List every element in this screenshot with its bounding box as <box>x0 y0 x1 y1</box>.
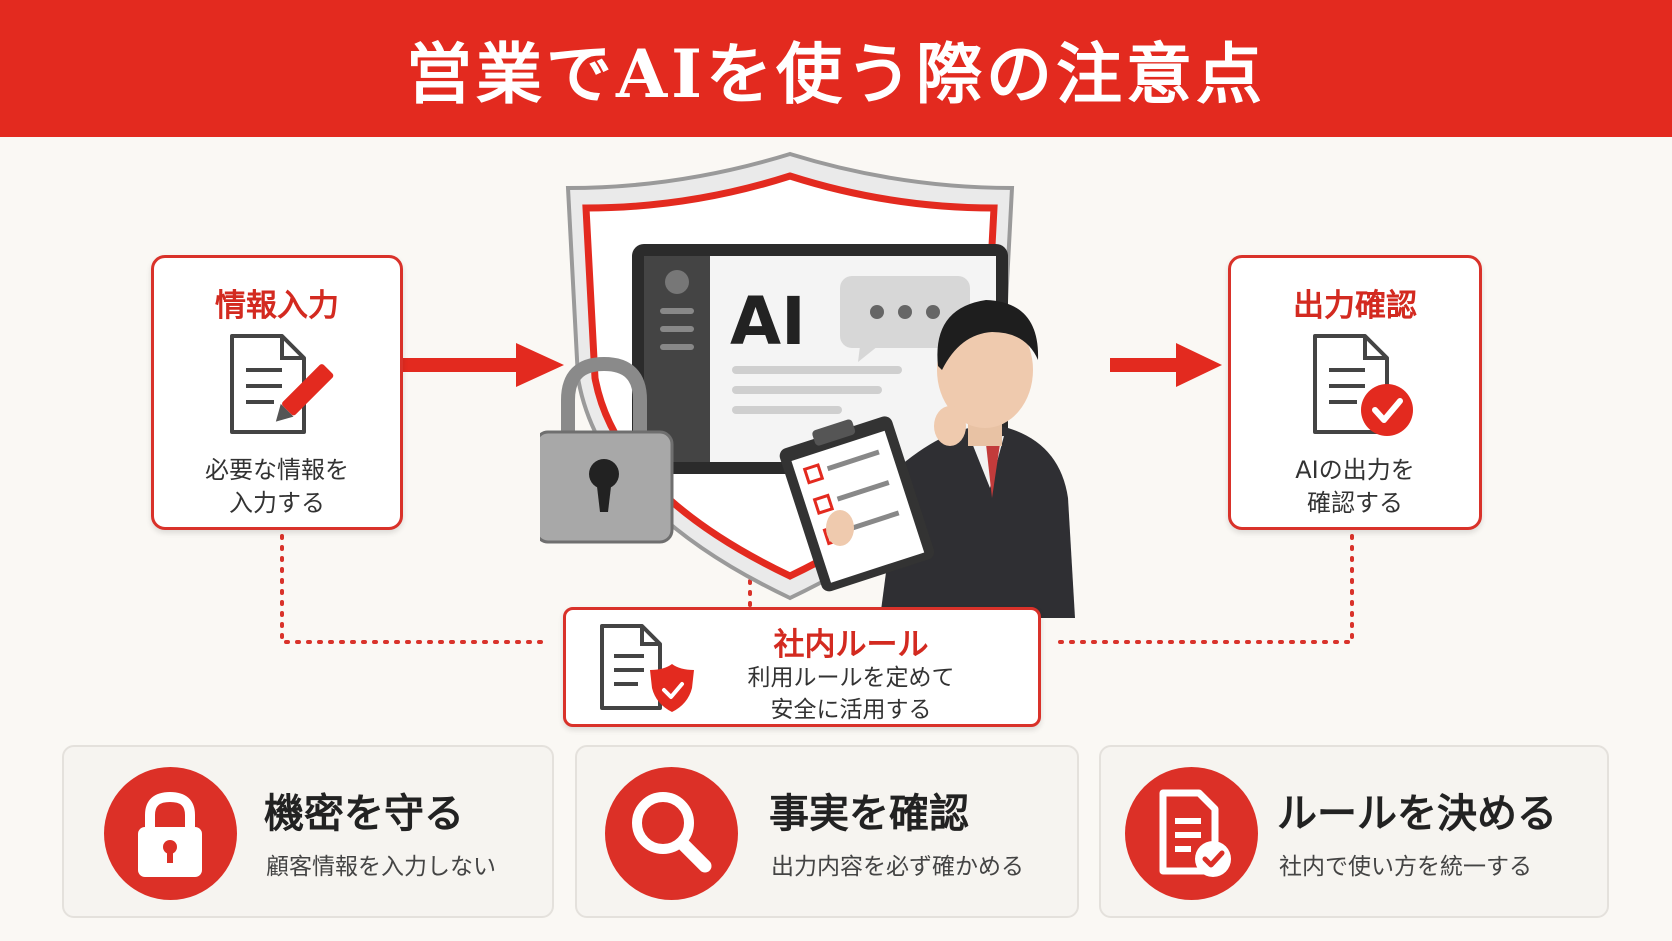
output-card-desc: AIの出力を 確認する <box>1295 456 1415 517</box>
document-shield-icon <box>600 624 694 712</box>
panel-confidential-circle <box>104 767 237 900</box>
document-pen-icon <box>230 334 334 434</box>
panel-fact-check-title: 事実を確認 <box>769 790 969 837</box>
arrow-ai-to-output <box>1110 343 1222 387</box>
output-card-title: 出力確認 <box>1293 288 1417 324</box>
panel-fact-check: 事実を確認 出力内容を必ず確かめる <box>575 745 1079 918</box>
page-title: 営業でAIを使う際の注意点 <box>405 34 1267 113</box>
panel-rules: ルールを決める 社内で使い方を統一する <box>1099 745 1609 918</box>
rule-card-desc: 利用ルールを定めて 安全に活用する <box>747 665 955 723</box>
panel-confidential-title: 機密を守る <box>264 790 464 837</box>
input-card-title: 情報入力 <box>215 288 339 324</box>
center-illustration: AI <box>540 151 1075 618</box>
input-card-desc: 必要な情報を 入力する <box>205 456 349 517</box>
header-banner <box>0 0 1672 137</box>
magnifier-icon <box>632 792 712 873</box>
chat-bubble-icon <box>840 276 970 362</box>
document-check-icon <box>1159 789 1231 877</box>
output-card: 出力確認 AIの出力を 確認する <box>1228 255 1482 530</box>
dotted-line-left <box>280 534 550 644</box>
padlock-icon <box>540 356 674 544</box>
panel-rules-title: ルールを決める <box>1277 790 1557 837</box>
screen-ai-label: AI <box>730 283 806 360</box>
panel-fact-check-desc: 出力内容を必ず確かめる <box>771 854 1024 880</box>
padlock-icon <box>138 791 202 877</box>
panel-fact-check-circle <box>605 767 738 900</box>
panel-confidential-desc: 顧客情報を入力しない <box>266 854 496 880</box>
panel-rules-circle <box>1125 767 1258 900</box>
panel-rules-desc: 社内で使い方を統一する <box>1279 854 1532 880</box>
rule-card-title: 社内ルール <box>773 627 929 663</box>
businessman-with-clipboard <box>779 300 1075 618</box>
dotted-line-right <box>1058 534 1354 644</box>
arrow-input-to-ai <box>402 343 564 387</box>
rule-card: 社内ルール 利用ルールを定めて 安全に活用する <box>563 607 1041 727</box>
input-card: 情報入力 必要な情報を 入力する <box>151 255 403 530</box>
document-check-icon <box>1313 334 1413 436</box>
panel-confidential: 機密を守る 顧客情報を入力しない <box>62 745 554 918</box>
